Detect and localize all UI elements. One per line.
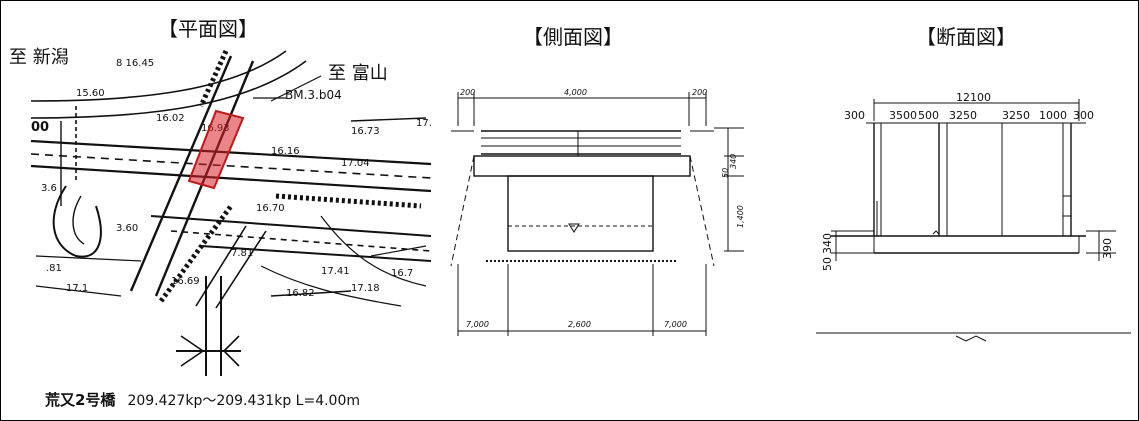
side-right-dim-340: 340 (729, 154, 738, 169)
railway-line (129, 55, 233, 292)
svg-text:7.81: 7.81 (231, 248, 253, 259)
section-view-drawing: 12100 300 3500 500 3250 3250 1000 300 34… (816, 91, 1131, 342)
svg-text:17.04: 17.04 (341, 158, 370, 169)
road-line (30, 139, 432, 166)
section-overall-width: 12100 (956, 91, 991, 104)
svg-text:17.41: 17.41 (321, 266, 350, 277)
side-bottom-dim-right: 7,000 (664, 320, 687, 329)
side-right-dim-1400: 1,400 (736, 205, 745, 228)
side-view-title: 【側面図】 (523, 25, 623, 49)
side-top-dim-left: 200 (460, 88, 475, 97)
bridge-caption: 荒又2号橋 209.427kp～209.431kp L=4.00m (45, 389, 360, 410)
benchmark-label: BM.3.b04 (285, 88, 342, 102)
svg-text:16.73: 16.73 (351, 126, 380, 137)
road-line (200, 245, 432, 262)
direction-niigata-label: 至 新潟 (9, 47, 69, 68)
section-view-title: 【断面図】 (916, 25, 1016, 49)
svg-text:16.82: 16.82 (286, 288, 315, 299)
svg-text:17.18: 17.18 (351, 283, 380, 294)
svg-text:3.6: 3.6 (41, 183, 57, 194)
side-bottom-dim-center: 2,600 (568, 320, 591, 329)
side-top-dim-right: 200 (692, 88, 707, 97)
section-dim-3500: 3500 (889, 109, 917, 122)
svg-text:.81: .81 (46, 263, 62, 274)
bridge-location-highlight (187, 109, 245, 190)
side-bottom-dim-left: 7,000 (466, 320, 489, 329)
plan-view-title: 【平面図】 (158, 17, 258, 41)
svg-text:16.02: 16.02 (156, 113, 185, 124)
svg-text:16.70: 16.70 (256, 203, 285, 214)
direction-toyama-label: 至 富山 (328, 63, 388, 84)
svg-text:16.16: 16.16 (271, 146, 300, 157)
road-line (30, 50, 287, 102)
svg-text:17.1: 17.1 (66, 283, 88, 294)
section-dim-3250-a: 3250 (949, 109, 977, 122)
section-dim-500: 500 (918, 109, 939, 122)
section-right-dim-390: 390 (1101, 238, 1114, 259)
road-centerline (30, 153, 432, 179)
side-view-drawing: 200 4,000 200 340 50 1,400 7,000 2,600 7… (450, 88, 745, 336)
svg-text:8 16.45: 8 16.45 (116, 58, 154, 69)
section-dim-3250-b: 3250 (1002, 109, 1030, 122)
road-line (30, 164, 432, 193)
side-right-dim-50: 50 (721, 168, 730, 178)
svg-text:15.60: 15.60 (76, 88, 105, 99)
section-left-dim-50: 50 (821, 257, 834, 271)
section-dim-300-left: 300 (844, 109, 865, 122)
svg-text:00: 00 (31, 120, 49, 135)
svg-text:16.7: 16.7 (391, 268, 413, 279)
svg-text:17.: 17. (416, 118, 432, 129)
section-left-dim-340: 340 (821, 233, 834, 254)
section-dim-300-right: 300 (1073, 109, 1094, 122)
side-top-dim-center: 4,000 (564, 88, 587, 97)
svg-text:16.69: 16.69 (171, 276, 200, 287)
plan-view-map: 8 16.45 15.60 00 16.02 16.93 16.73 17. 1… (30, 49, 432, 376)
svg-text:3.60: 3.60 (116, 223, 138, 234)
bridge-highlight-box (187, 109, 245, 190)
road-line (150, 215, 432, 237)
benchmark-marker: BM.3.b04 (253, 88, 342, 102)
bridge-name: 荒又2号橋 (45, 391, 116, 409)
road-line (30, 60, 307, 119)
bridge-location: 209.427kp～209.431kp L=4.00m (127, 393, 361, 409)
section-dim-1000: 1000 (1039, 109, 1067, 122)
